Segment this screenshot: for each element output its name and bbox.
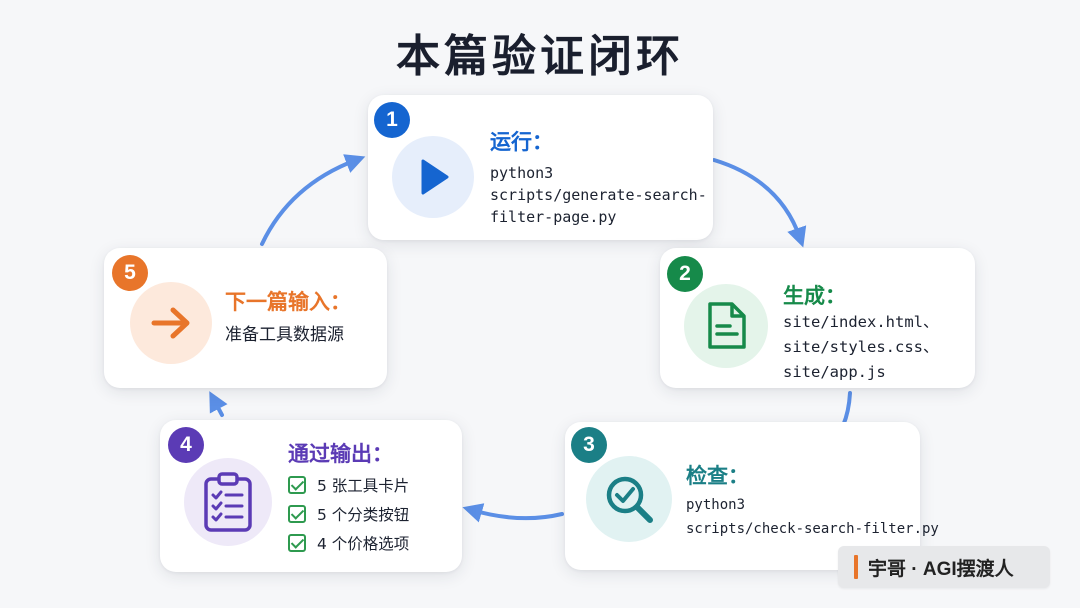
step-4-check-item: 5 张工具卡片 [288, 474, 409, 496]
step-2-line: site/styles.css、 [783, 338, 939, 356]
arrow-3-to-4 [462, 503, 564, 523]
play-icon [392, 136, 474, 218]
arrow-4-to-5 [209, 391, 228, 417]
arrow-1-to-2 [712, 158, 807, 248]
watermark-text: 宇哥 · AGI摆渡人 [868, 558, 1014, 580]
step-4-check-label: 5 张工具卡片 [317, 477, 410, 495]
search-check-icon [586, 456, 672, 542]
step-1-line: filter-page.py [490, 208, 617, 226]
arrow-right-icon [130, 282, 212, 364]
step-1-line: scripts/generate-search- [490, 186, 707, 204]
step-2-line: site/app.js [783, 363, 886, 381]
step-3-line: scripts/check-search-filter.py [686, 521, 939, 537]
step-4-check-item: 5 个分类按钮 [288, 503, 409, 525]
checkbox-checked-icon [288, 505, 306, 523]
step-1-number: 1 [374, 102, 410, 138]
step-4-check-label: 5 个分类按钮 [317, 506, 410, 524]
step-3-command: python3 scripts/check-search-filter.py [686, 493, 939, 541]
step-1-command: python3 scripts/generate-search- filter-… [490, 162, 707, 228]
step-2-number: 2 [667, 256, 703, 292]
arrow-5-to-1 [260, 154, 366, 246]
checkbox-checked-icon [288, 534, 306, 552]
step-4-check-item: 4 个价格选项 [288, 532, 409, 554]
step-3-line: python3 [686, 497, 746, 513]
step-5-number: 5 [112, 255, 148, 291]
step-5-heading: 下一篇输入： [225, 290, 351, 314]
step-3-number: 3 [571, 427, 607, 463]
step-1-line: python3 [490, 164, 554, 182]
step-3-heading: 检查： [686, 464, 749, 488]
accent-bar [854, 555, 858, 579]
step-4-number: 4 [168, 427, 204, 463]
step-2-files: site/index.html、 site/styles.css、 site/a… [783, 310, 938, 385]
document-icon [684, 284, 768, 368]
step-2-heading: 生成： [783, 284, 846, 308]
step-4-check-label: 4 个价格选项 [317, 535, 410, 553]
clipboard-checklist-icon [184, 458, 272, 546]
step-2-line: site/index.html、 [783, 313, 939, 331]
diagram-title: 本篇验证闭环 [396, 31, 684, 82]
step-1-heading: 运行： [490, 130, 553, 154]
author-watermark: 宇哥 · AGI摆渡人 [838, 546, 1050, 588]
step-4-heading: 通过输出： [288, 442, 393, 466]
checkbox-checked-icon [288, 476, 306, 494]
step-5-text: 准备工具数据源 [225, 325, 344, 345]
